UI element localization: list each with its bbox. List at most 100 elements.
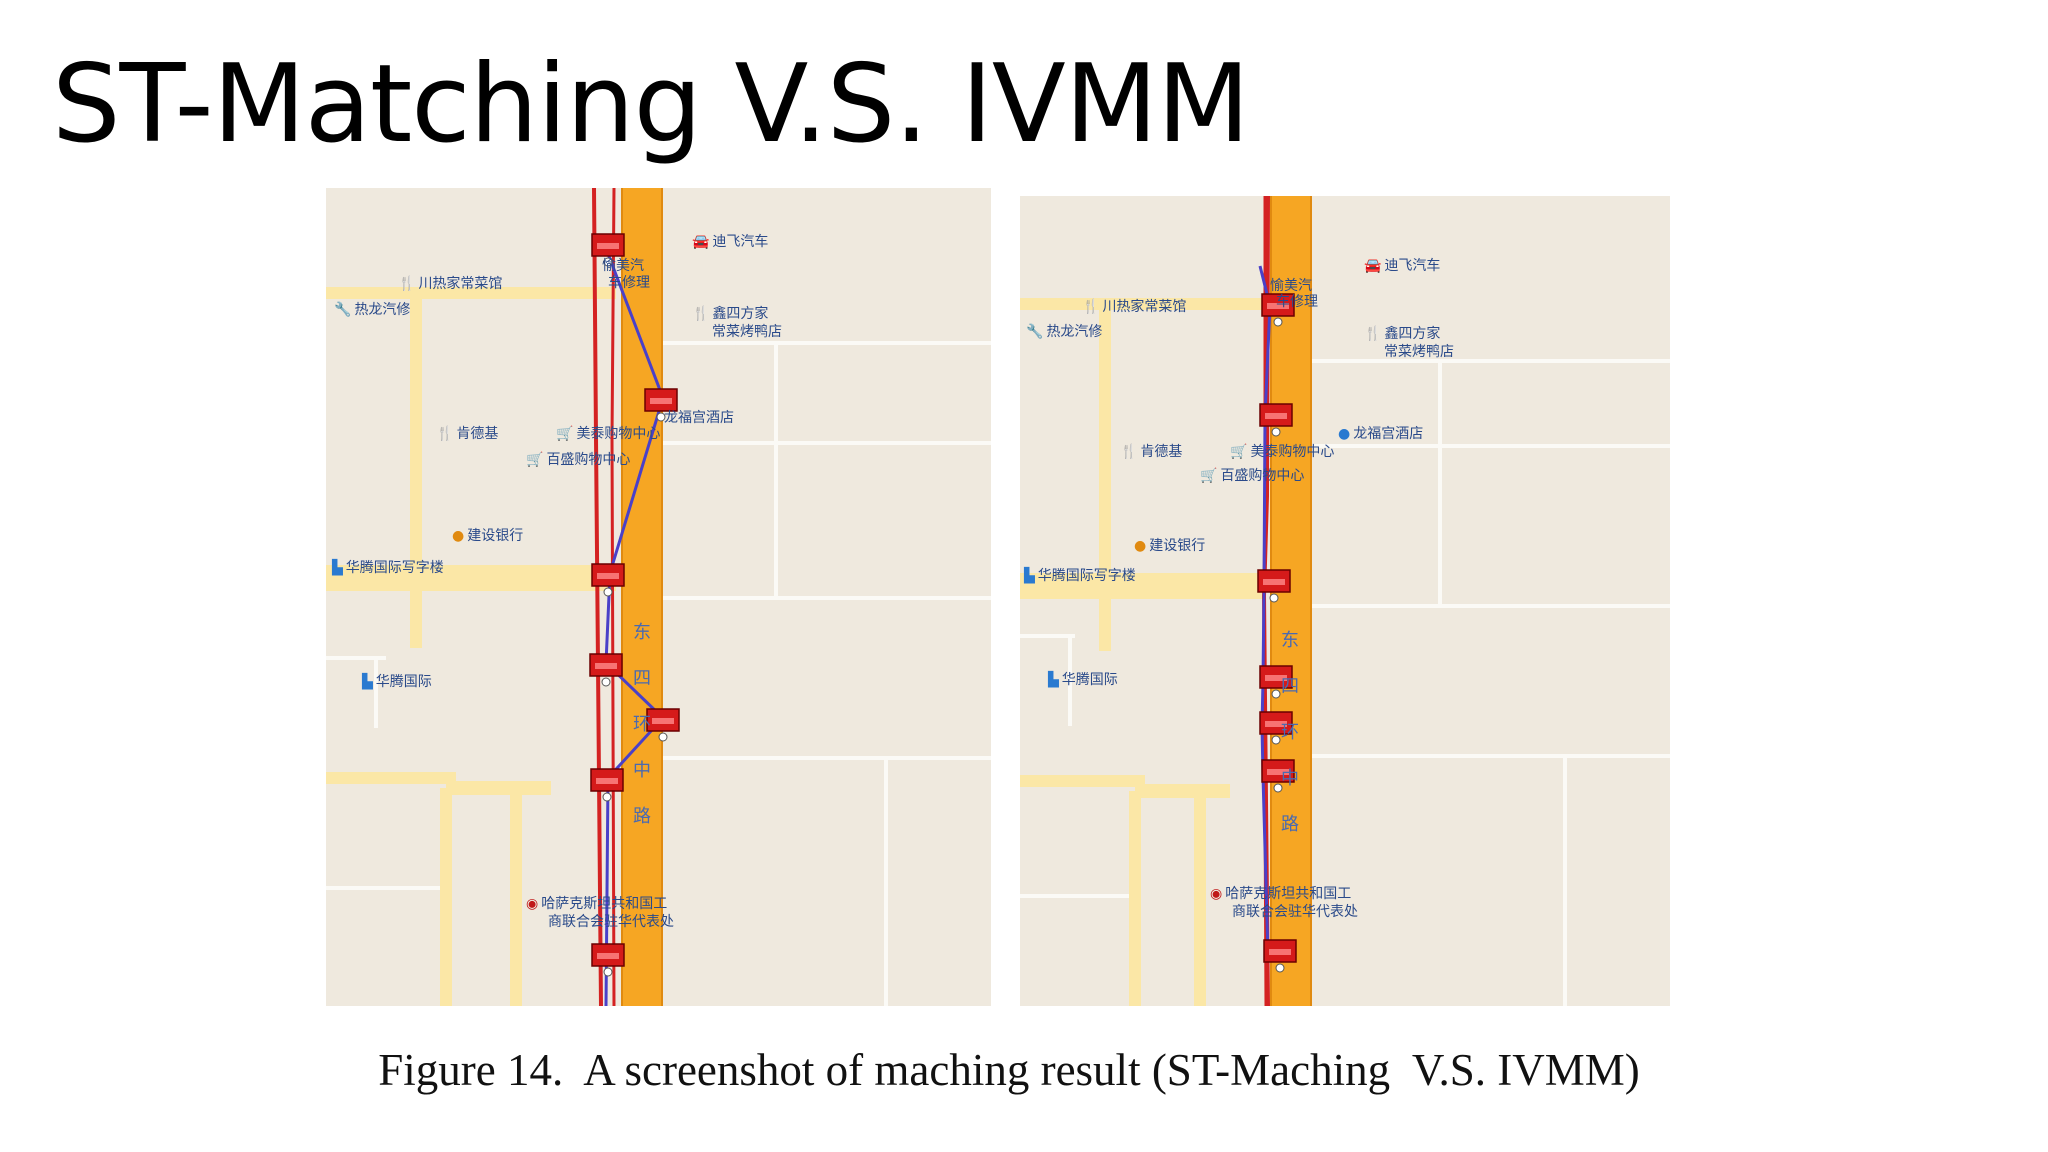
gps-point-marker	[1261, 759, 1295, 793]
poi-label-text: 百盛购物中心	[1220, 468, 1305, 484]
poi-label: 🍴鑫四方家	[1364, 326, 1440, 343]
restaurant-icon: 🍴	[436, 426, 454, 442]
poi-label-text: 华腾国际	[1061, 672, 1118, 688]
car-icon: 🚘	[692, 234, 710, 250]
poi-label: 商联合会驻华代表处	[1232, 904, 1358, 921]
poi-label: 🛒美泰购物中心	[556, 426, 660, 443]
poi-label-text: 商联合会驻华代表处	[548, 914, 674, 930]
restaurant-icon: 🍴	[692, 306, 710, 322]
building-icon: ▙	[1024, 568, 1035, 584]
poi-label-text: 鑫四方家	[712, 306, 769, 322]
poi-label-text: 愉美汽	[602, 258, 644, 274]
poi-label: 车修理	[608, 275, 650, 292]
gps-point-marker	[1259, 665, 1293, 699]
restaurant-icon: 🍴	[1120, 444, 1138, 460]
matched-route-line	[592, 188, 603, 1006]
poi-label: 🔧热龙汽修	[1026, 324, 1102, 341]
map-left-canvas	[326, 188, 991, 1006]
poi-label: ◉哈萨克斯坦共和国工	[1210, 886, 1351, 903]
poi-label: 愉美汽	[602, 258, 644, 275]
poi-label: 🛒百盛购物中心	[526, 452, 630, 469]
poi-label-text: 川热家常菜馆	[1102, 299, 1187, 315]
shopping-icon: 🛒	[1230, 444, 1248, 460]
gps-point-marker	[591, 943, 625, 977]
poi-label-text: 哈萨克斯坦共和国工	[541, 896, 668, 912]
poi-label-text: 肯德基	[456, 426, 499, 442]
gps-point-marker	[589, 653, 623, 687]
gps-point-marker	[1257, 569, 1291, 603]
poi-label: ▙华腾国际写字楼	[1024, 568, 1136, 585]
poi-label-text: 百盛购物中心	[546, 452, 631, 468]
road-name-char: 四	[1281, 676, 1299, 697]
road-name-char: 四	[633, 668, 651, 689]
building-icon: ▙	[362, 674, 373, 690]
road-name-char: 环	[633, 714, 651, 735]
poi-label-text: 热龙汽修	[354, 302, 411, 318]
poi-label-text: 车修理	[608, 275, 650, 291]
gps-point-marker	[1263, 939, 1297, 973]
poi-label-text: 建设银行	[1149, 538, 1206, 554]
building-icon: ▙	[1048, 672, 1059, 688]
road-name-char: 环	[1281, 722, 1299, 743]
gps-point-marker	[1259, 403, 1293, 437]
restaurant-icon: 🍴	[1364, 326, 1382, 342]
bank-icon: ●	[452, 528, 465, 544]
gps-point-marker	[591, 233, 625, 267]
road-name-char: 中	[1281, 768, 1299, 789]
shopping-icon: 🛒	[1200, 468, 1218, 484]
poi-label: 愉美汽	[1270, 278, 1312, 295]
gps-point-marker	[1259, 711, 1293, 745]
poi-label: ●龙福宫酒店	[1338, 426, 1423, 443]
poi-label: ▙华腾国际写字楼	[332, 560, 444, 577]
poi-label-text: 车修理	[1276, 294, 1318, 310]
hotel-icon: ●	[1338, 426, 1351, 442]
poi-label: ●建设银行	[1134, 538, 1205, 555]
poi-label-text: 迪飞汽车	[712, 234, 769, 250]
poi-label-text: 常菜烤鸭店	[712, 324, 782, 340]
poi-label-text: 建设银行	[467, 528, 524, 544]
map-panel-ivmm: 🚘迪飞汽车🍴川热家常菜馆🔧热龙汽修愉美汽车修理🍴鑫四方家常菜烤鸭店●龙福宫酒店🍴…	[1020, 196, 1670, 1006]
road-name-char: 东	[1281, 630, 1299, 651]
poi-label: ▙华腾国际	[362, 674, 432, 691]
road-name-char: 东	[633, 622, 651, 643]
poi-label: 🚘迪飞汽车	[1364, 258, 1440, 275]
slide-title: ST-Matching V.S. IVMM	[52, 42, 1250, 167]
road-name-char: 路	[633, 806, 651, 827]
poi-label: 🍴肯德基	[436, 426, 498, 443]
poi-label-text: 华腾国际写字楼	[345, 560, 444, 576]
poi-label: 常菜烤鸭店	[712, 324, 782, 341]
poi-label-text: 热龙汽修	[1046, 324, 1103, 340]
shopping-icon: 🛒	[526, 452, 544, 468]
road-name-char: 路	[1281, 814, 1299, 835]
poi-label-text: 美泰购物中心	[576, 426, 661, 442]
poi-label-text: 美泰购物中心	[1250, 444, 1335, 460]
poi-label: 龙福宫酒店	[664, 410, 734, 427]
poi-label: 🚘迪飞汽车	[692, 234, 768, 251]
poi-label: 🍴川热家常菜馆	[398, 276, 502, 293]
shopping-icon: 🛒	[556, 426, 574, 442]
poi-label-text: 龙福宫酒店	[1353, 426, 1424, 442]
wrench-icon: 🔧	[1026, 324, 1044, 340]
figure-caption: Figure 14. A screenshot of maching resul…	[378, 1045, 1640, 1095]
poi-label-text: 商联合会驻华代表处	[1232, 904, 1358, 920]
poi-label: ◉哈萨克斯坦共和国工	[526, 896, 667, 913]
poi-label-text: 肯德基	[1140, 444, 1183, 460]
map-panel-st-matching: 🚘迪飞汽车🍴川热家常菜馆🔧热龙汽修愉美汽车修理🍴鑫四方家常菜烤鸭店龙福宫酒店🍴肯…	[326, 188, 991, 1006]
poi-label: 商联合会驻华代表处	[548, 914, 674, 931]
restaurant-icon: 🍴	[398, 276, 416, 292]
poi-label-text: 常菜烤鸭店	[1384, 344, 1454, 360]
matched-route-line	[610, 188, 616, 1006]
poi-label-text: 龙福宫酒店	[664, 410, 734, 426]
poi-label: 🛒百盛购物中心	[1200, 468, 1304, 485]
poi-label: 🔧热龙汽修	[334, 302, 410, 319]
embassy-icon: ◉	[526, 896, 539, 912]
car-icon: 🚘	[1364, 258, 1382, 274]
poi-label-text: 迪飞汽车	[1384, 258, 1441, 274]
poi-label-text: 愉美汽	[1270, 278, 1312, 294]
poi-label: 车修理	[1276, 294, 1318, 311]
poi-label-text: 鑫四方家	[1384, 326, 1441, 342]
building-icon: ▙	[332, 560, 343, 576]
gps-point-marker	[591, 563, 625, 597]
gps-point-marker	[1261, 293, 1295, 327]
road-name-char: 中	[633, 760, 651, 781]
